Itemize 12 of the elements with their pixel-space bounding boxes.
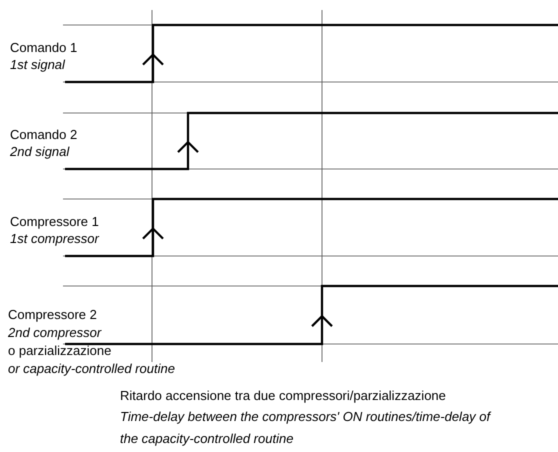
caption-text: Ritardo accensione tra due compressori/parzializzazione	[120, 388, 446, 404]
signal-label: Comando 2	[10, 127, 78, 143]
signal-label: Comando 1	[10, 40, 78, 56]
signal-label: 2nd compressor	[8, 325, 102, 341]
signal-label: o parzializzazione	[8, 343, 112, 359]
signal-label: 1st signal	[10, 57, 65, 73]
signal-label: or capacity-controlled routine	[8, 361, 175, 377]
signal-label: Compressore 1	[10, 214, 99, 230]
signal-label: Compressore 2	[8, 307, 97, 323]
caption-text: Time-delay between the compressors' ON routines/time-delay of the capacity-controlled routine	[120, 408, 492, 448]
signal-label: 2nd signal	[10, 144, 70, 160]
signal-label: 1st compressor	[10, 231, 99, 247]
